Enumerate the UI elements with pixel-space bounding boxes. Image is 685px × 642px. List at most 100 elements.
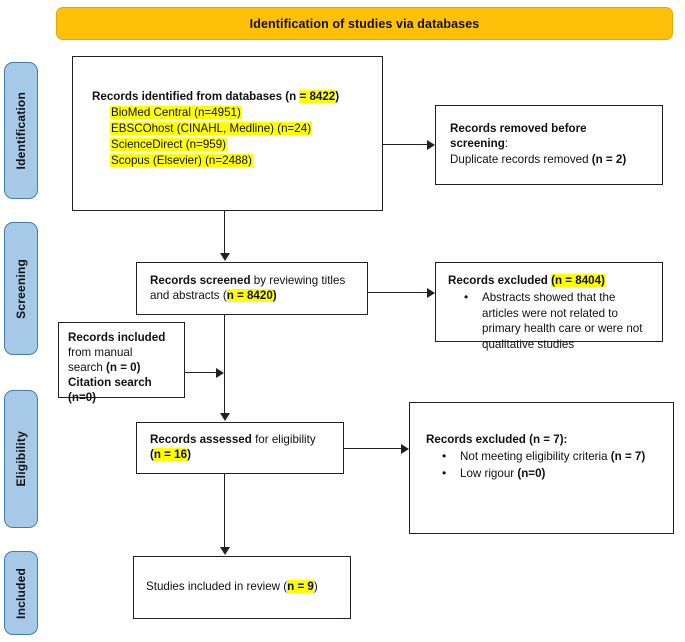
stage-pill-screening: Screening — [4, 222, 38, 355]
excluded-eligibility-reason: Low rigour — [460, 466, 518, 480]
records-identified-title-rest: (n — [282, 90, 300, 103]
box-records-identified-content: Records identified from databases (n = 8… — [92, 89, 374, 168]
arrowhead-identified-to-screened — [220, 253, 230, 261]
box-records-excluded-eligibility-content: Records excluded (n = 7): Not meeting el… — [426, 432, 665, 482]
excluded-screening-reasons: Abstracts showed that the articles were … — [448, 289, 654, 352]
assessed-line1: Records assessed for eligibility — [150, 432, 337, 447]
box-records-screened: Records screened by reviewing titles and… — [136, 262, 368, 315]
stage-label-identification: Identification — [14, 91, 28, 170]
duplicate-records-count: (n = 2) — [591, 152, 627, 166]
records-assessed-paren-close: ) — [187, 448, 191, 462]
box-records-excluded-screening: Records excluded (n = 8404) Abstracts sh… — [435, 262, 663, 351]
box-studies-included-content: Studies included in review (n = 9) — [146, 579, 342, 594]
connector-identified-to-screened — [224, 211, 226, 254]
database-entry: Scopus (Elsevier) (n=2488) — [110, 153, 253, 167]
database-entry: BioMed Central (n=4951) — [110, 106, 242, 120]
studies-included-tail: ) — [313, 580, 318, 593]
records-assessed-count: n = 16 — [153, 448, 188, 462]
list-item: Low rigour (n=0) — [442, 465, 665, 482]
box-records-identified: Records identified from databases (n = 8… — [72, 56, 383, 211]
records-removed-line2-text: screening — [450, 137, 505, 151]
manual-search-label: search — [68, 361, 107, 375]
identification-banner: Identification of studies via databases — [56, 7, 673, 40]
excluded-screening-reason: Abstracts showed that the articles were … — [482, 291, 643, 351]
box-studies-included: Studies included in review (n = 9) — [133, 556, 351, 619]
stage-pill-included: Included — [4, 551, 38, 635]
manual-source-label: from manual — [68, 346, 133, 360]
excluded-screening-title-text: Records excluded — [448, 274, 552, 287]
excluded-screening-count: (n = 8404) — [551, 274, 605, 287]
list-item: ScienceDirect (n=959) — [110, 137, 374, 153]
manual-included-label: Records included — [68, 331, 166, 344]
excluded-screening-title: Records excluded (n = 8404) — [448, 273, 654, 288]
records-removed-line3: Duplicate records removed (n = 2) — [450, 152, 654, 167]
manual-line5: (n=0) — [68, 390, 179, 405]
database-list: BioMed Central (n=4951) EBSCOhost (CINAH… — [92, 105, 374, 168]
stage-label-screening: Screening — [14, 258, 28, 319]
records-assessed-rest: for eligibility — [251, 433, 316, 446]
excluded-eligibility-reason-count: (n=0) — [517, 466, 546, 480]
connector-screened-to-assessed — [224, 315, 226, 414]
stage-label-eligibility: Eligibility — [14, 431, 28, 487]
manual-line2: from manual — [68, 345, 179, 360]
records-assessed-bold: Records assessed — [150, 433, 252, 446]
list-item: Abstracts showed that the articles were … — [464, 289, 654, 352]
arrowhead-manual-to-spine — [216, 368, 224, 378]
records-screened-tail: ) — [272, 289, 277, 303]
connector-manual-to-spine — [185, 372, 218, 374]
box-records-manual-search: Records included from manual search (n =… — [58, 322, 185, 404]
studies-included-count: n = 9 — [287, 580, 314, 593]
box-records-excluded-screening-content: Records excluded (n = 8404) Abstracts sh… — [448, 273, 654, 354]
records-removed-colon: : — [504, 137, 509, 151]
records-removed-line1-text: Records removed before — [450, 122, 587, 135]
connector-assessed-to-excluded — [344, 448, 401, 450]
studies-included-label: Studies included in review ( — [146, 580, 288, 593]
records-removed-line1: Records removed before — [450, 121, 654, 136]
citation-search-label: Citation search — [68, 376, 152, 390]
connector-assessed-to-included — [224, 474, 226, 548]
records-identified-title-tail: ) — [335, 90, 340, 103]
box-records-assessed-content: Records assessed for eligibility (n = 16… — [150, 432, 337, 463]
duplicate-records-label: Duplicate records removed — [450, 152, 592, 166]
manual-line1: Records included — [68, 330, 179, 345]
records-assessed-paren-open: ( — [150, 448, 154, 462]
box-records-removed-content: Records removed before screening: Duplic… — [450, 121, 654, 167]
banner-title: Identification of studies via databases — [249, 16, 480, 31]
excluded-eligibility-title: Records excluded (n = 7): — [426, 432, 665, 447]
arrowhead-identified-to-removed — [427, 140, 435, 150]
list-item: Scopus (Elsevier) (n=2488) — [110, 153, 374, 169]
arrowhead-screened-to-excluded — [427, 288, 435, 298]
box-records-excluded-eligibility: Records excluded (n = 7): Not meeting el… — [409, 402, 674, 534]
stage-pill-eligibility: Eligibility — [4, 390, 38, 528]
stage-pill-identification: Identification — [4, 62, 38, 199]
assessed-line2: (n = 16) — [150, 447, 337, 462]
records-removed-line2: screening: — [450, 136, 654, 151]
box-records-assessed: Records assessed for eligibility (n = 16… — [136, 422, 344, 474]
manual-search-count: (n = 0) — [106, 361, 141, 375]
box-records-removed: Records removed before screening: Duplic… — [435, 105, 663, 185]
list-item: BioMed Central (n=4951) — [110, 105, 374, 121]
box-records-screened-content: Records screened by reviewing titles and… — [150, 273, 359, 304]
citation-search-count: (n=0) — [68, 391, 97, 405]
records-identified-title: Records identified from databases (n = 8… — [92, 89, 374, 104]
excluded-eligibility-title-text: Records excluded (n = 7): — [426, 433, 568, 446]
manual-line3: search (n = 0) — [68, 360, 179, 375]
records-screened-count: n = 8420 — [226, 289, 273, 303]
records-identified-count: = 8422 — [299, 90, 336, 103]
arrowhead-screened-to-assessed — [220, 413, 230, 421]
database-entry: ScienceDirect (n=959) — [110, 137, 228, 151]
manual-line4: Citation search — [68, 375, 179, 390]
excluded-eligibility-reason: Not meeting eligibility criteria — [460, 450, 611, 464]
excluded-eligibility-reason-count: (n = 7) — [610, 450, 646, 464]
records-screened-bold: Records screened — [150, 274, 251, 287]
connector-identified-to-removed — [383, 144, 427, 146]
records-identified-title-bold: Records identified from databases — [92, 90, 283, 103]
connector-screened-to-excluded — [368, 292, 427, 294]
list-item: Not meeting eligibility criteria (n = 7) — [442, 448, 665, 465]
excluded-eligibility-reasons: Not meeting eligibility criteria (n = 7)… — [426, 448, 665, 482]
stage-label-included: Included — [14, 567, 28, 619]
records-screened-rest: by reviewing titles and abstracts ( — [150, 274, 346, 303]
box-records-manual-search-content: Records included from manual search (n =… — [68, 330, 179, 405]
arrowhead-assessed-to-excluded — [401, 444, 409, 454]
